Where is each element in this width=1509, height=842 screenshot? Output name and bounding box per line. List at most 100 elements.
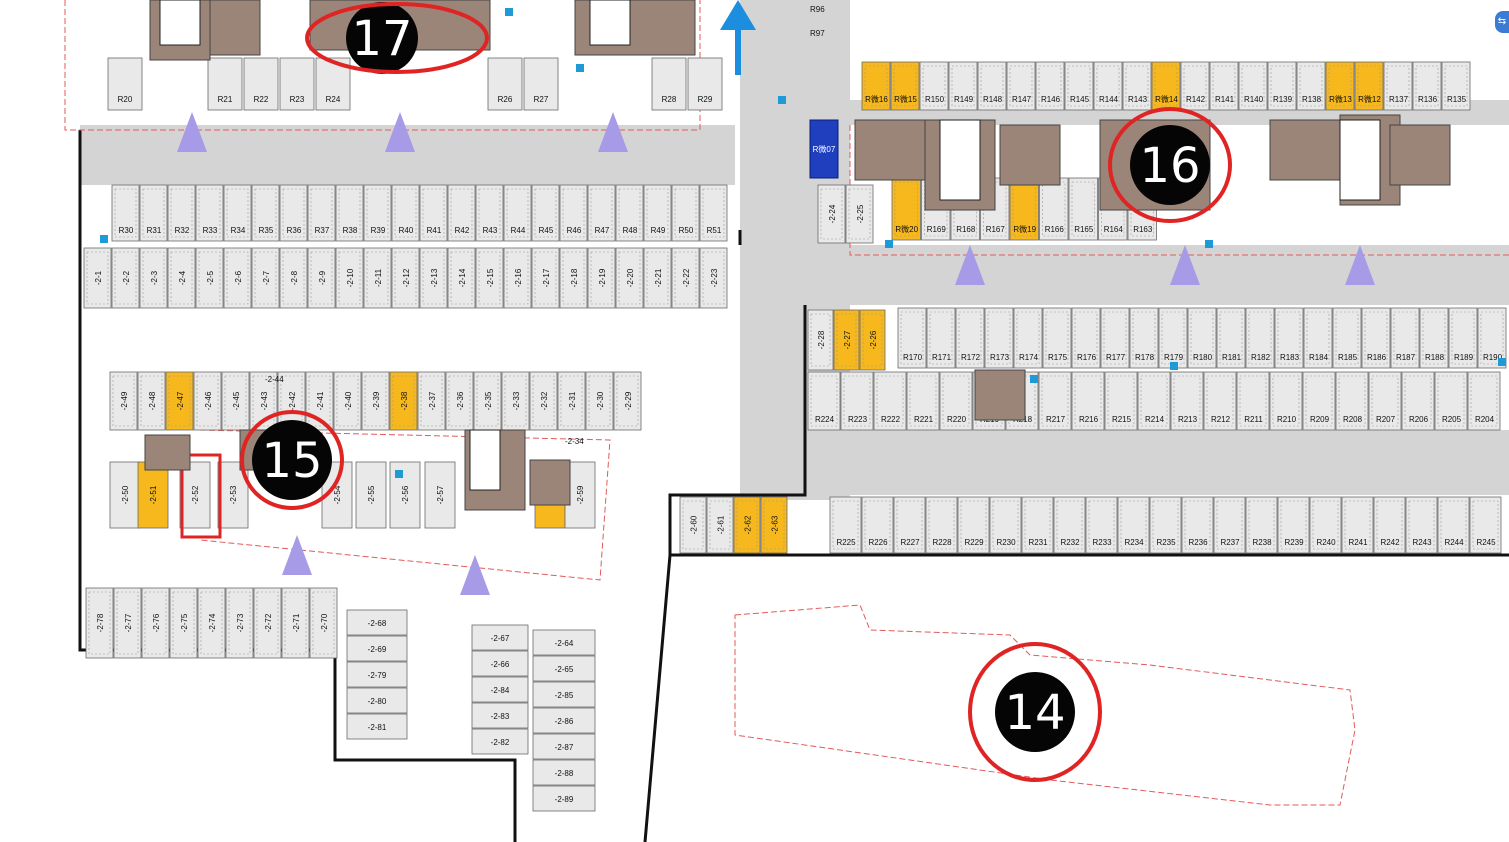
b2-bottom-row-spot[interactable]: -2-70 — [309, 587, 338, 659]
b2-middle-row-spot[interactable]: -2-49 — [109, 371, 138, 431]
r30-row-spot[interactable]: R32 — [167, 184, 196, 242]
r150-row-spot[interactable]: R137 — [1383, 61, 1413, 111]
r225-row-spot[interactable]: R231 — [1021, 496, 1054, 554]
b2-upper-row-spot[interactable]: -2-17 — [531, 247, 560, 309]
b2-column-b-spot[interactable]: -2-82 — [471, 728, 529, 755]
r170-row-spot[interactable]: R186 — [1361, 307, 1391, 369]
r30-row-spot[interactable]: R48 — [615, 184, 644, 242]
r170-row-spot[interactable]: R179 — [1158, 307, 1188, 369]
b2-28-spot-spot[interactable]: -2-28 — [807, 309, 834, 371]
b2-column-a-spot[interactable]: -2-69 — [346, 635, 408, 662]
r224-row-spot[interactable]: R224 — [807, 371, 841, 431]
b2-middle-row-spot[interactable]: -2-47 — [165, 371, 194, 431]
top-left-spot[interactable]: R22 — [243, 57, 279, 111]
b2-lower-row-spot[interactable]: -2-51 — [137, 461, 169, 529]
building-17-marker[interactable]: 17 — [305, 2, 489, 74]
r30-row-spot[interactable]: R44 — [503, 184, 532, 242]
b2-middle-row-spot[interactable]: -2-41 — [305, 371, 334, 431]
r150-row-spot[interactable]: R微13 — [1325, 61, 1355, 111]
r150-row-spot[interactable]: R142 — [1180, 61, 1210, 111]
r225-row-spot[interactable]: R234 — [1117, 496, 1150, 554]
b2-column-c-spot[interactable]: -2-87 — [532, 733, 596, 760]
r170-row-spot[interactable]: R185 — [1332, 307, 1362, 369]
b2-upper-row-spot[interactable]: -2-13 — [419, 247, 448, 309]
b2-bottom-row-spot[interactable]: -2-78 — [85, 587, 114, 659]
r150-row-spot[interactable]: R微16 — [861, 61, 891, 111]
b2-lower-row-spot[interactable]: -2-50 — [109, 461, 141, 529]
r224-row-spot[interactable]: R214 — [1137, 371, 1171, 431]
r30-row-spot[interactable]: R47 — [587, 184, 616, 242]
r30-row-spot[interactable]: R33 — [195, 184, 224, 242]
r30-row-spot[interactable]: R35 — [251, 184, 280, 242]
r150-row-spot[interactable]: R145 — [1064, 61, 1094, 111]
b2-column-a-spot[interactable]: -2-80 — [346, 687, 408, 714]
r224-row-spot[interactable]: R209 — [1302, 371, 1336, 431]
r225-row-spot[interactable]: R230 — [989, 496, 1022, 554]
b2-middle-row-spot[interactable]: -2-33 — [501, 371, 530, 431]
b2-column-a-spot[interactable]: -2-81 — [346, 713, 408, 740]
r170-row-spot[interactable]: R177 — [1100, 307, 1130, 369]
r170-row-spot[interactable]: R174 — [1013, 307, 1043, 369]
r170-row-spot[interactable]: R180 — [1187, 307, 1217, 369]
r170-row-spot[interactable]: R176 — [1071, 307, 1101, 369]
b2-lower-row-spot[interactable]: -2-52 — [179, 461, 211, 529]
r30-row-spot[interactable]: R38 — [335, 184, 364, 242]
b2-upper-row-spot[interactable]: -2-21 — [643, 247, 672, 309]
r224-row-spot[interactable]: R210 — [1269, 371, 1303, 431]
r30-row-spot[interactable]: R43 — [475, 184, 504, 242]
b2-upper-row-spot[interactable]: -2-5 — [195, 247, 224, 309]
r150-row-spot[interactable]: R136 — [1412, 61, 1442, 111]
b2-28-spot-spot[interactable]: -2-26 — [859, 309, 886, 371]
r224-row-spot[interactable]: R223 — [840, 371, 874, 431]
r107-room[interactable]: R微07 — [809, 119, 839, 179]
b2-column-b-spot[interactable]: -2-84 — [471, 676, 529, 703]
r30-row-spot[interactable]: R34 — [223, 184, 252, 242]
b2-60-spot-spot[interactable]: -2-63 — [760, 496, 788, 554]
r170-row-spot[interactable]: R171 — [926, 307, 956, 369]
b2-middle-row-spot[interactable]: -2-32 — [529, 371, 558, 431]
r30-row-spot[interactable]: R37 — [307, 184, 336, 242]
b2-column-b-spot[interactable]: -2-66 — [471, 650, 529, 677]
r30-row-spot[interactable]: R49 — [643, 184, 672, 242]
b2-lower-row-spot[interactable]: -2-55 — [355, 461, 387, 529]
r225-row-spot[interactable]: R241 — [1341, 496, 1374, 554]
r225-row-spot[interactable]: R228 — [925, 496, 958, 554]
r150-row-spot[interactable]: R微15 — [890, 61, 920, 111]
r224-row-spot[interactable]: R204 — [1467, 371, 1501, 431]
b2-column-b-spot[interactable]: -2-67 — [471, 624, 529, 651]
r170-row-spot[interactable]: R175 — [1042, 307, 1072, 369]
b2-lower-row-spot[interactable]: -2-57 — [424, 461, 456, 529]
b2-upper-row-spot[interactable]: -2-9 — [307, 247, 336, 309]
b2-upper-row-spot[interactable]: -2-14 — [447, 247, 476, 309]
r30-row-spot[interactable]: R41 — [419, 184, 448, 242]
b2-bottom-row-spot[interactable]: -2-76 — [141, 587, 170, 659]
r170-row-spot[interactable]: R182 — [1245, 307, 1275, 369]
r225-row-spot[interactable]: R243 — [1405, 496, 1438, 554]
r225-row-spot[interactable]: R239 — [1277, 496, 1310, 554]
top-left-spot[interactable]: R28 — [651, 57, 687, 111]
b2-middle-row-spot[interactable]: -2-46 — [193, 371, 222, 431]
b2-middle-row-spot[interactable]: -2-31 — [557, 371, 586, 431]
b2-upper-row-spot[interactable]: -2-8 — [279, 247, 308, 309]
b2-column-c-spot[interactable]: -2-64 — [532, 629, 596, 656]
b2-60-spot-spot[interactable]: -2-61 — [706, 496, 734, 554]
b2-middle-row-spot[interactable]: -2-45 — [221, 371, 250, 431]
r30-row-spot[interactable]: R50 — [671, 184, 700, 242]
r224-row-spot[interactable]: R222 — [873, 371, 907, 431]
b2-upper-row-spot[interactable]: -2-6 — [223, 247, 252, 309]
b2-bottom-row-spot[interactable]: -2-73 — [225, 587, 254, 659]
r150-row-spot[interactable]: R139 — [1267, 61, 1297, 111]
r225-row-spot[interactable]: R225 — [829, 496, 862, 554]
r150-row-spot[interactable]: R141 — [1209, 61, 1239, 111]
b2-upper-row-spot[interactable]: -2-18 — [559, 247, 588, 309]
b2-bottom-row-spot[interactable]: -2-77 — [113, 587, 142, 659]
b2-column-b-spot[interactable]: -2-83 — [471, 702, 529, 729]
r224-row-spot[interactable]: R205 — [1434, 371, 1468, 431]
r224-row-spot[interactable]: R221 — [906, 371, 940, 431]
b2-bottom-row-spot[interactable]: -2-71 — [281, 587, 310, 659]
b2-24-spot-spot[interactable]: -2-25 — [845, 184, 874, 244]
b2-upper-row-spot[interactable]: -2-2 — [111, 247, 140, 309]
b2-middle-row-spot[interactable]: -2-30 — [585, 371, 614, 431]
b2-column-c-spot[interactable]: -2-65 — [532, 655, 596, 682]
b2-column-a-spot[interactable]: -2-79 — [346, 661, 408, 688]
